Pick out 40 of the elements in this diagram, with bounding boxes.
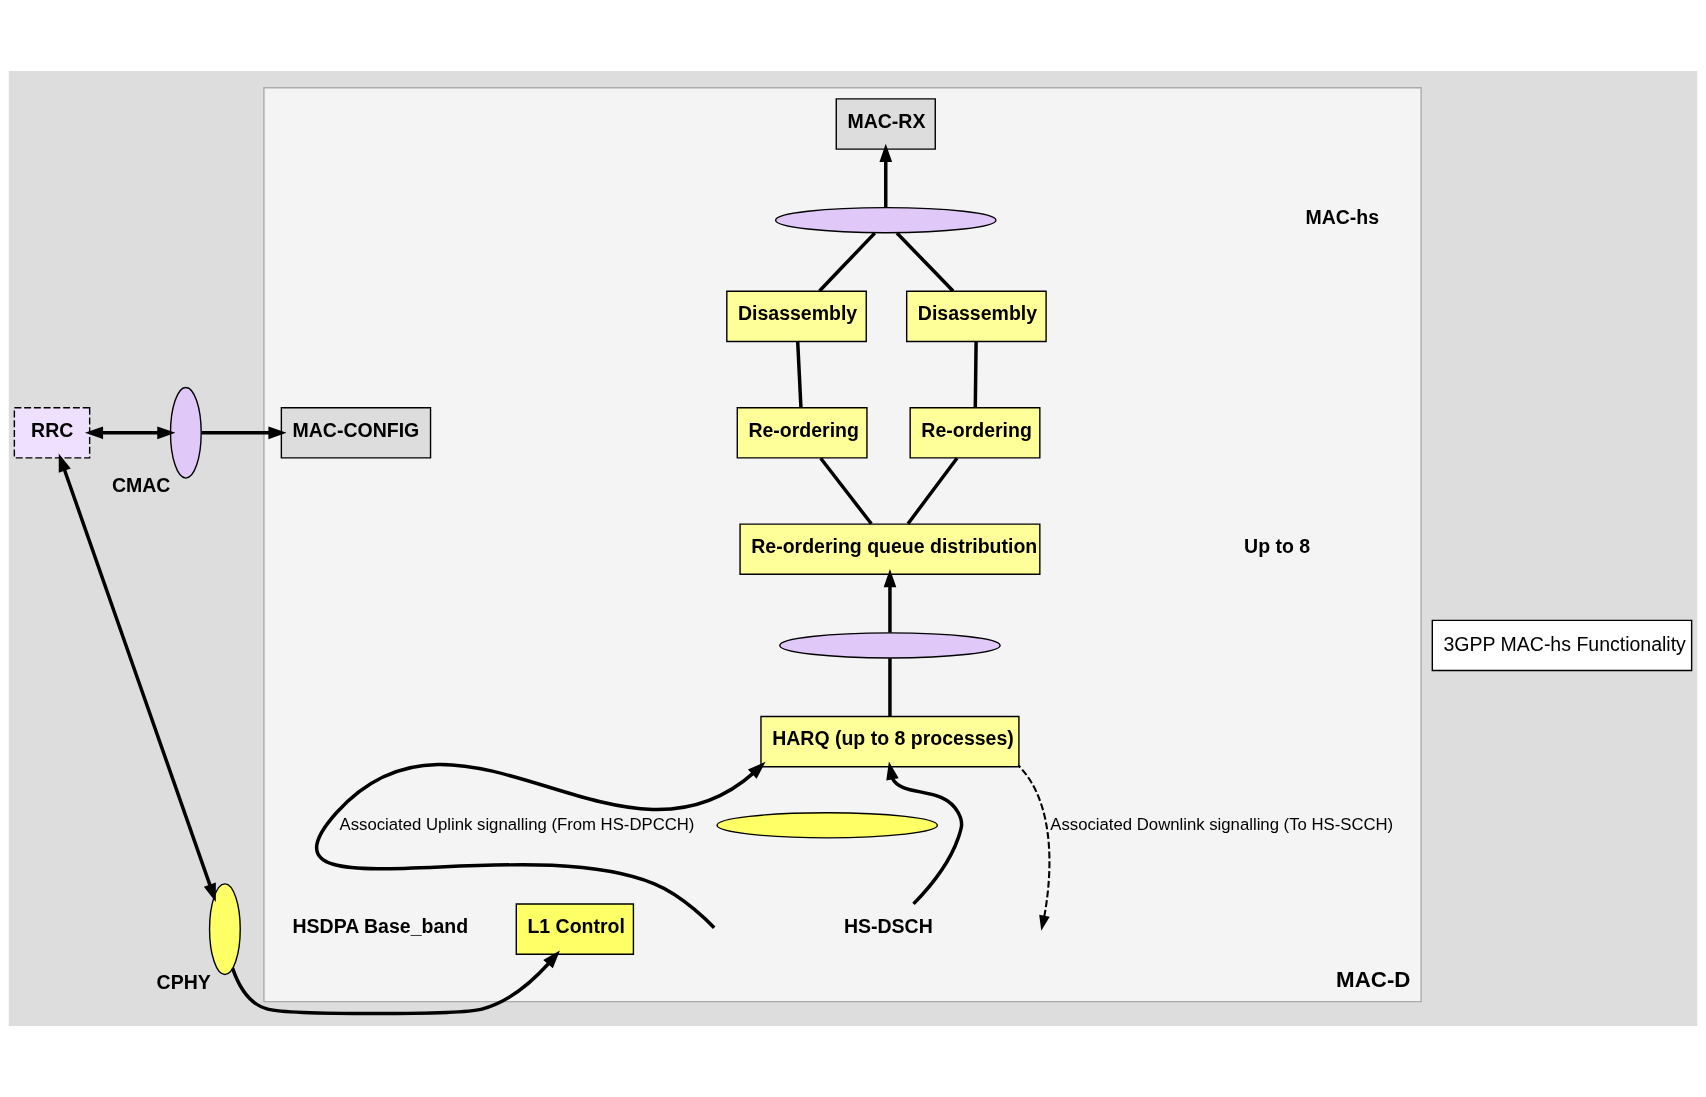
node-ellipse bbox=[779, 632, 1001, 659]
connector bbox=[795, 341, 803, 408]
arrow bbox=[58, 453, 216, 902]
arrow bbox=[1017, 764, 1051, 931]
node-ellipse bbox=[169, 386, 202, 479]
arrow bbox=[201, 426, 287, 440]
node-box: MAC-CONFIG bbox=[280, 407, 432, 459]
connector bbox=[888, 658, 892, 717]
node-ellipse bbox=[208, 883, 241, 976]
arrow bbox=[886, 761, 964, 906]
connector bbox=[819, 457, 873, 525]
arrow bbox=[231, 950, 560, 1016]
connector bbox=[895, 231, 955, 293]
label: Up to 8 bbox=[1244, 534, 1311, 557]
label: MAC-hs bbox=[1305, 205, 1380, 228]
node-box: Disassembly bbox=[726, 290, 867, 343]
node-box: Disassembly bbox=[906, 290, 1047, 343]
node-label: CPHY bbox=[156, 970, 211, 993]
node-box: HARQ (up to 8 processes) bbox=[760, 715, 1020, 768]
node-box: MAC-RX bbox=[835, 98, 936, 150]
node-box: Re-ordering bbox=[736, 407, 868, 459]
arrow bbox=[883, 569, 897, 633]
connector bbox=[906, 457, 959, 525]
arrow bbox=[879, 143, 893, 208]
node-box: 3GPP MAC-hs Functionality bbox=[1431, 619, 1693, 672]
node-ellipse bbox=[716, 812, 939, 839]
connector bbox=[973, 341, 978, 408]
node-box: Re-ordering bbox=[909, 407, 1041, 459]
edge-label: Associated Uplink signalling (From HS-DPCCH) bbox=[339, 814, 695, 834]
node-box: Re-ordering queue distribution bbox=[739, 523, 1041, 575]
arrow bbox=[315, 761, 766, 929]
edge-label: Associated Downlink signalling (To HS-SCCH) bbox=[1050, 814, 1394, 834]
arrow bbox=[84, 426, 176, 440]
node-box: L1 Control bbox=[515, 903, 635, 955]
node-label: CMAC bbox=[111, 474, 171, 497]
node-text: HS-DSCH bbox=[843, 914, 933, 937]
node-ellipse bbox=[774, 206, 997, 234]
connector bbox=[818, 231, 877, 293]
label: HSDPA Base_band bbox=[292, 914, 469, 937]
node-box: RRC bbox=[13, 407, 91, 459]
